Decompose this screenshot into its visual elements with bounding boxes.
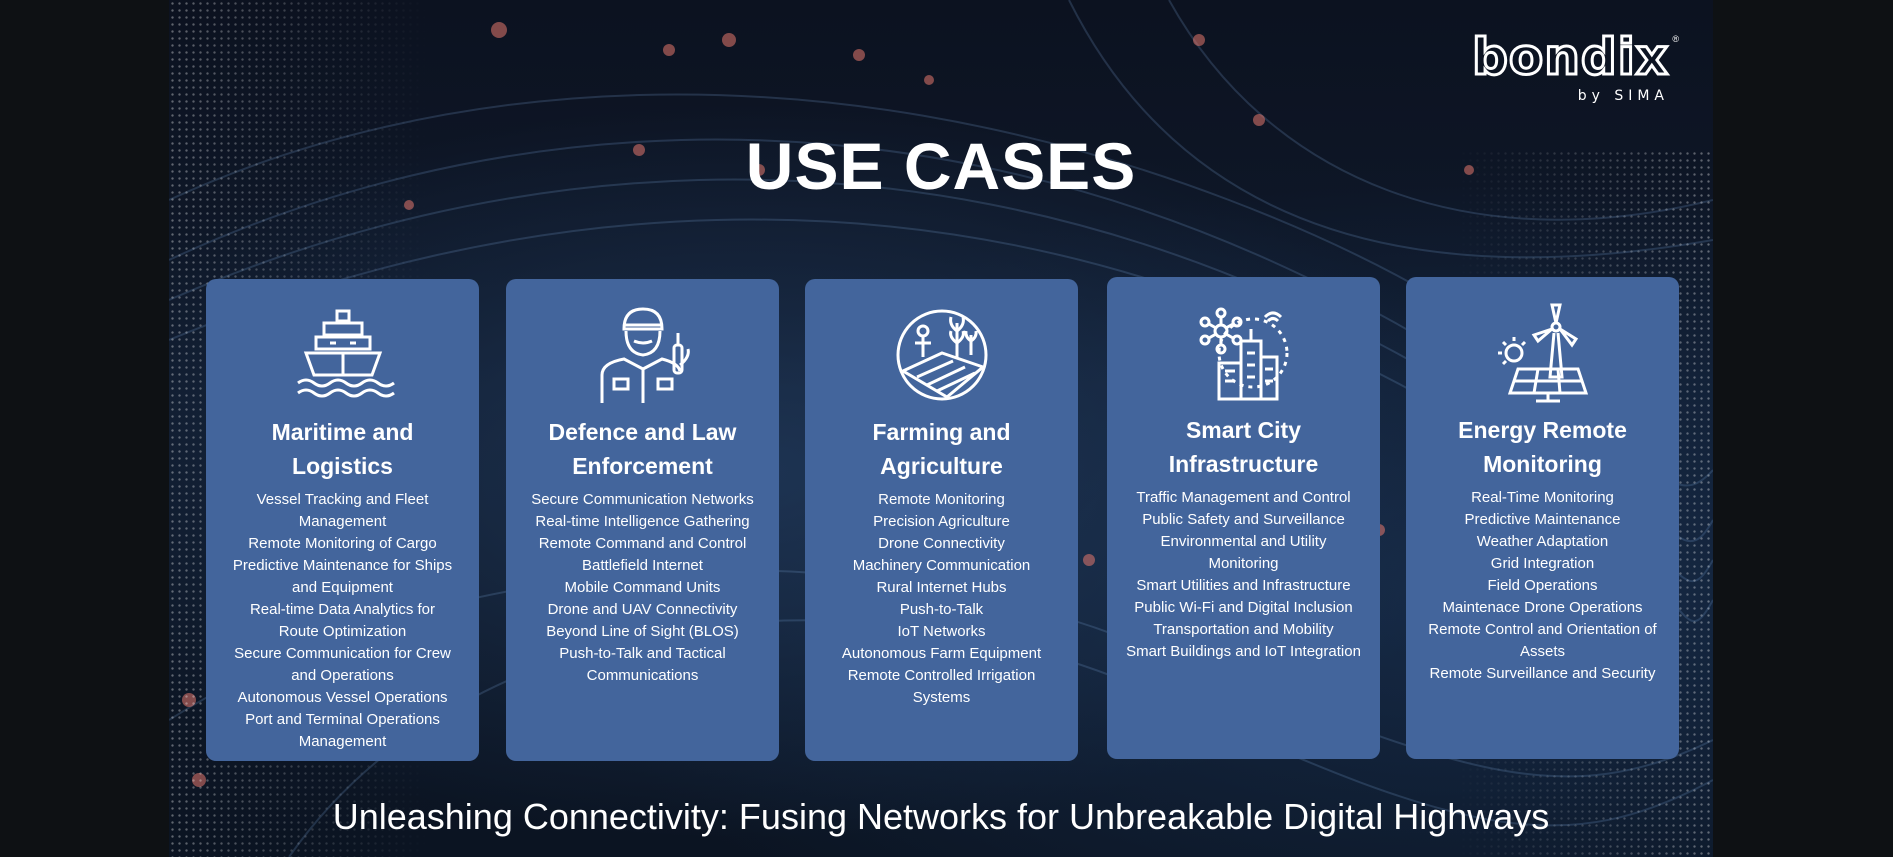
list-item: and Equipment	[292, 579, 393, 596]
list-item: Field Operations	[1487, 577, 1598, 594]
list-item: Remote Monitoring	[878, 491, 1005, 508]
page-title: USE CASES	[745, 129, 1137, 203]
list-item: Mobile Command Units	[564, 579, 721, 596]
list-item: Grid Integration	[1490, 555, 1595, 572]
list-item: Remote Control and Orientation of	[1428, 621, 1657, 638]
list-item: Remote Monitoring of Cargo	[248, 535, 437, 552]
brand-logo: bondix ® by SIMA	[1471, 28, 1679, 105]
list-item: Management	[298, 733, 387, 750]
list-item: Secure Communication for Crew	[234, 645, 451, 662]
list-item: Public Wi-Fi and Digital Inclusion	[1134, 599, 1353, 616]
list-item: Beyond Line of Sight (BLOS)	[546, 623, 739, 640]
brand-wordmark: bondix	[1471, 28, 1670, 86]
list-item: Remote Controlled Irrigation	[847, 667, 1036, 684]
list-item: Transportation and Mobility	[1153, 621, 1334, 638]
list-item: Management	[298, 513, 387, 530]
list-item: Port and Terminal Operations	[245, 711, 440, 728]
use-case-list: Remote Monitoring Precision Agriculture …	[813, 489, 1070, 709]
list-item: Drone Connectivity	[878, 535, 1005, 552]
list-item: Precision Agriculture	[873, 513, 1010, 530]
brand-subtitle: by SIMA	[1577, 88, 1669, 104]
list-item: Secure Communication Networks	[531, 491, 754, 508]
ship-icon	[206, 305, 479, 405]
soldier-icon	[506, 305, 779, 405]
list-item: Public Safety and Surveillance	[1142, 511, 1345, 528]
smart-city-icon	[1107, 303, 1380, 403]
list-item: Predictive Maintenance	[1464, 511, 1621, 528]
list-item: Real-time Intelligence Gathering	[535, 513, 750, 530]
use-case-list: Real-Time Monitoring Predictive Maintena…	[1414, 487, 1671, 685]
list-item: Maintenace Drone Operations	[1442, 599, 1643, 616]
list-item: Monitoring	[1208, 555, 1279, 572]
use-case-list: Traffic Management and Control Public Sa…	[1115, 487, 1372, 663]
list-item: Assets	[1519, 643, 1565, 660]
list-item: Real-time Data Analytics for	[249, 601, 436, 618]
use-case-list: Secure Communication Networks Real-time …	[514, 489, 771, 687]
list-item: Route Optimization	[278, 623, 407, 640]
list-item: Traffic Management and Control	[1136, 489, 1351, 506]
use-case-list: Vessel Tracking and Fleet Management Rem…	[214, 489, 471, 753]
list-item: Smart Buildings and IoT Integration	[1126, 643, 1361, 660]
list-item: Remote Command and Control	[538, 535, 747, 552]
list-item: Machinery Communication	[852, 557, 1031, 574]
list-item: Real-Time Monitoring	[1471, 489, 1614, 506]
list-item: Predictive Maintenance for Ships	[232, 557, 453, 574]
list-item: Weather Adaptation	[1476, 533, 1609, 550]
list-item: Autonomous Vessel Operations	[237, 689, 448, 706]
list-item: Environmental and Utility	[1160, 533, 1327, 550]
list-item: Push-to-Talk	[899, 601, 984, 618]
list-item: Communications	[586, 667, 699, 684]
list-item: Rural Internet Hubs	[876, 579, 1007, 596]
list-item: Drone and UAV Connectivity	[547, 601, 738, 618]
list-item: Vessel Tracking and Fleet	[256, 491, 429, 508]
list-item: Systems	[912, 689, 971, 706]
list-item: and Operations	[291, 667, 394, 684]
list-item: Smart Utilities and Infrastructure	[1136, 577, 1351, 594]
list-item: IoT Networks	[897, 623, 986, 640]
list-item: Battlefield Internet	[582, 557, 703, 574]
list-item: Push-to-Talk and Tactical	[559, 645, 726, 662]
registered-mark: ®	[1672, 34, 1679, 44]
farm-icon	[805, 305, 1078, 405]
list-item: Remote Surveillance and Security	[1429, 665, 1656, 682]
tagline: Unleashing Connectivity: Fusing Networks…	[332, 796, 1550, 837]
wind-solar-icon	[1406, 303, 1679, 403]
list-item: Autonomous Farm Equipment	[841, 645, 1042, 662]
